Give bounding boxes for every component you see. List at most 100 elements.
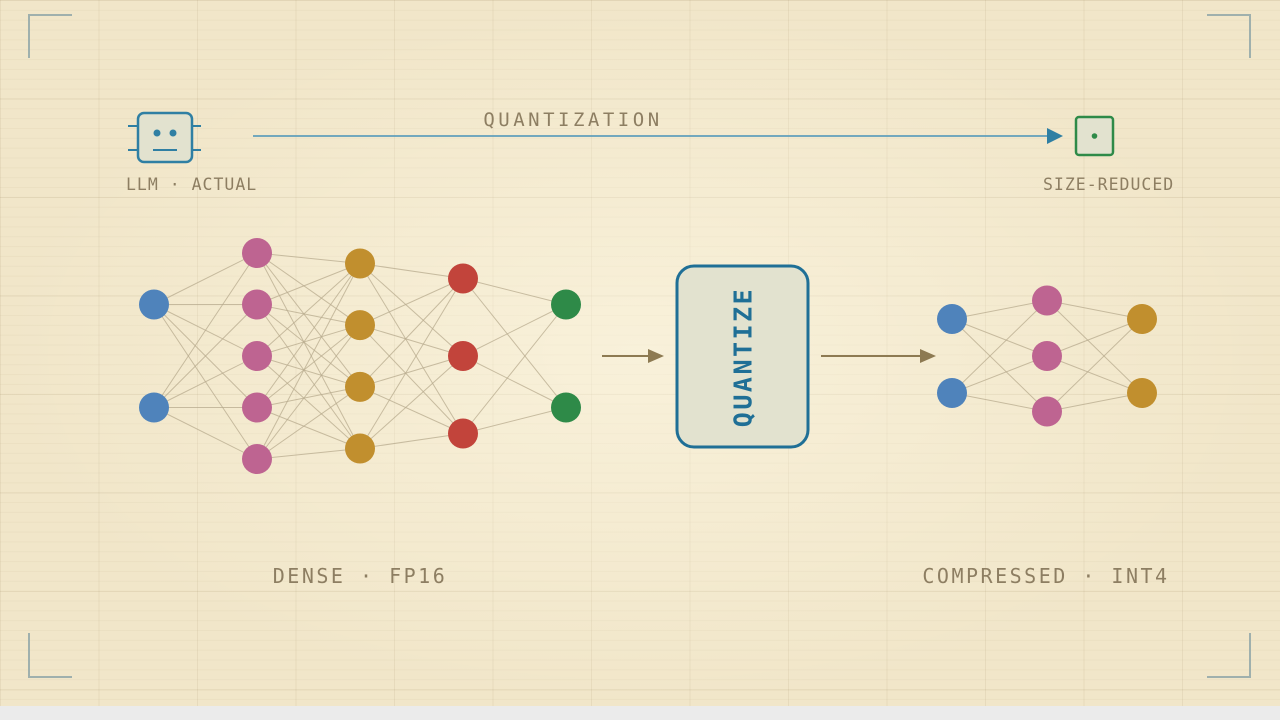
dense-node-layer2-5: [242, 444, 272, 474]
dense-edge: [359, 278, 464, 388]
dense-edge: [256, 252, 361, 449]
dense-edge: [153, 355, 258, 408]
dense-edge: [153, 252, 258, 305]
compressed-edge: [1046, 300, 1143, 320]
dense-edge: [256, 263, 361, 357]
dense-node-layer4-3: [448, 418, 478, 449]
compressed-edge: [951, 300, 1048, 320]
compressed-edge: [951, 318, 1048, 357]
dense-node-layer2-1: [242, 238, 272, 268]
compressed-network-edges: [951, 300, 1143, 412]
dense-node-layer5-2: [551, 392, 581, 423]
compressed-edge: [951, 318, 1048, 412]
dense-edge: [256, 304, 361, 449]
dense-node-layer4-2: [448, 341, 478, 371]
dense-edge: [256, 355, 361, 449]
dense-node-layer1-1: [139, 289, 169, 320]
dense-edge: [153, 252, 258, 408]
compressed-edge: [1046, 300, 1143, 394]
dense-network: [139, 238, 581, 474]
corner-brackets: [28, 14, 1251, 678]
dense-edge: [256, 407, 361, 449]
dense-edge: [256, 252, 361, 326]
quantization-arrow: [253, 128, 1063, 144]
dense-node-layer2-3: [242, 341, 272, 371]
corner-bracket-bottom-right: [1207, 633, 1251, 678]
dense-edge: [256, 386, 361, 408]
dense-edge: [462, 355, 567, 408]
compressed-node-layer1-1: [937, 304, 967, 334]
compressed-edge: [951, 355, 1048, 394]
dense-node-layer3-1: [345, 248, 375, 279]
dense-edge: [256, 252, 361, 388]
compressed-node-layer2-3: [1032, 396, 1062, 427]
dense-edge: [359, 433, 464, 449]
dense-edge: [256, 355, 361, 388]
dense-edge: [256, 263, 361, 305]
dense-edge: [359, 324, 464, 434]
compressed-edge: [1046, 318, 1143, 357]
dense-edge: [462, 278, 567, 408]
compressed-network: [937, 285, 1157, 427]
dense-edge: [359, 278, 464, 449]
dense-edge: [256, 263, 361, 460]
dense-edge: [153, 407, 258, 460]
dense-network-edges: [153, 252, 567, 460]
quantization-label: QUANTIZATION: [483, 109, 662, 131]
compressed-node-layer2-2: [1032, 341, 1062, 371]
compressed-network-caption: COMPRESSED · INT4: [922, 564, 1169, 588]
compressed-node-layer3-2: [1127, 378, 1157, 408]
robot-chip-icon: [128, 111, 201, 164]
size-reduced-label: SIZE-REDUCED: [1043, 175, 1174, 194]
arrow-from-quantize: [821, 349, 936, 363]
compressed-edge: [1046, 318, 1143, 412]
dense-edge: [256, 324, 361, 408]
dense-edge: [256, 324, 361, 460]
corner-bracket-top-left: [28, 14, 72, 58]
dense-edge: [256, 324, 361, 357]
dense-edge: [359, 263, 464, 279]
source-model-label: LLM · ACTUAL: [126, 175, 257, 194]
dense-node-layer5-1: [551, 289, 581, 320]
compressed-edge: [951, 392, 1048, 412]
dense-edge: [359, 386, 464, 434]
dense-edge: [256, 304, 361, 388]
dense-edge: [462, 407, 567, 434]
dense-node-layer4-1: [448, 263, 478, 294]
compressed-network-nodes: [937, 285, 1157, 427]
dense-network-caption: DENSE · FP16: [273, 564, 448, 588]
compressed-node-layer3-1: [1127, 304, 1157, 334]
compressed-node-layer1-2: [937, 378, 967, 408]
dense-node-layer1-2: [139, 392, 169, 423]
dense-edge: [359, 355, 464, 388]
dense-edge: [359, 355, 464, 449]
dense-edge: [256, 386, 361, 460]
small-chip-icon: [1074, 115, 1115, 157]
dense-edge: [256, 304, 361, 326]
dense-edge: [359, 263, 464, 357]
quantize-label: QUANTIZE: [729, 287, 758, 427]
dense-node-layer3-3: [345, 371, 375, 402]
compressed-edge: [951, 300, 1048, 394]
dense-edge: [462, 304, 567, 434]
dense-network-nodes: [139, 238, 581, 474]
dense-edge: [462, 278, 567, 305]
dense-edge: [256, 263, 361, 408]
corner-bracket-top-right: [1207, 14, 1251, 58]
dense-node-layer3-4: [345, 433, 375, 464]
dense-edge: [462, 304, 567, 357]
dense-edge: [256, 252, 361, 264]
dense-node-layer3-2: [345, 310, 375, 341]
dense-edge: [256, 448, 361, 460]
quantize-box: QUANTIZE: [675, 264, 810, 449]
compressed-node-layer2-1: [1032, 285, 1062, 316]
dense-edge: [359, 278, 464, 326]
dense-edge: [153, 304, 258, 408]
dense-edge: [359, 263, 464, 434]
arrow-to-quantize: [602, 349, 664, 363]
dense-node-layer2-4: [242, 392, 272, 423]
dense-node-layer2-2: [242, 289, 272, 320]
compressed-edge: [1046, 392, 1143, 412]
